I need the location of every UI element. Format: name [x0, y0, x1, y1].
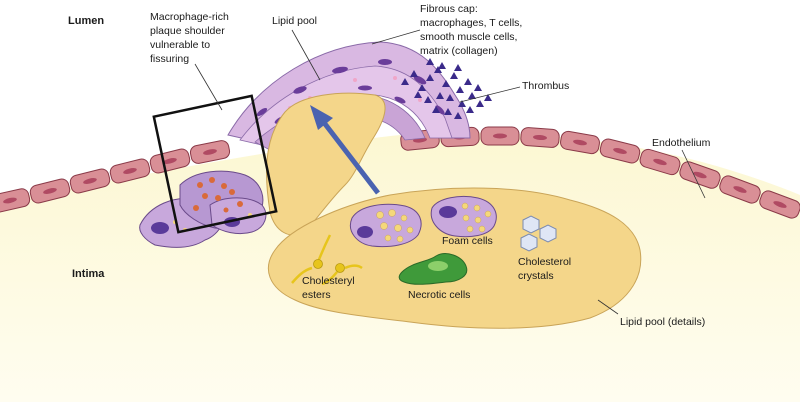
label-intima: Intima [72, 268, 105, 280]
label-lipid-pool: Lipid pool [272, 15, 317, 27]
thrombus-platelet [414, 91, 422, 98]
label-fibrous-cap-4: matrix (collagen) [420, 45, 498, 57]
thrombus-platelet [468, 92, 476, 99]
thrombus-platelet [410, 70, 418, 77]
necrotic-cell [398, 253, 468, 285]
thrombus-platelet [444, 108, 452, 115]
thrombus-platelet [474, 84, 482, 91]
thrombus-platelet [454, 64, 462, 71]
hexagon-crystal-icon [520, 215, 557, 252]
label-endothelium: Endothelium [652, 137, 711, 149]
thrombus-platelet [401, 78, 409, 85]
thrombus-platelet [426, 74, 434, 81]
labels: Lumen Intima Macrophage-rich plaque shou… [68, 3, 711, 328]
thrombus-platelet [436, 92, 444, 99]
endothelial-nucleus [613, 148, 627, 154]
arrow-up-left-icon [310, 105, 380, 195]
thrombus-platelet [446, 94, 454, 101]
endothelial-nucleus [493, 133, 507, 139]
endothelial-nucleus [573, 139, 587, 146]
thrombus-platelet [476, 100, 484, 107]
endothelial-nucleus [163, 158, 177, 164]
thrombus-platelet [450, 72, 458, 79]
thrombus-platelet [438, 62, 446, 69]
endothelial-nucleus [733, 186, 747, 193]
endothelial-nucleus [203, 149, 217, 155]
label-shoulder-2: plaque shoulder [150, 25, 225, 37]
thrombus-triangles-icon [401, 58, 492, 119]
foam-cell-2 [430, 195, 497, 238]
thrombus-platelet [466, 106, 474, 113]
label-shoulder-1: Macrophage-rich [150, 11, 229, 23]
endothelial-nucleus [3, 197, 17, 204]
thrombus-platelet [454, 112, 462, 119]
label-thrombus: Thrombus [522, 80, 569, 92]
label-lumen: Lumen [68, 15, 104, 27]
macrophage-cluster [139, 170, 267, 248]
label-necrotic-cells: Necrotic cells [408, 289, 470, 301]
endothelial-nucleus [653, 158, 667, 166]
endothelial-nucleus [123, 168, 137, 174]
cholesteryl-esters-icon [291, 234, 363, 286]
label-fibrous-cap-2: macrophages, T cells, [420, 17, 522, 29]
thrombus-platelet [432, 106, 440, 113]
endothelial-nucleus [83, 178, 97, 184]
endothelial-nucleus [693, 171, 707, 179]
endothelial-nucleus [43, 188, 57, 194]
label-esters-2: esters [302, 289, 331, 301]
label-shoulder-4: fissuring [150, 53, 189, 65]
thrombus-platelet [458, 100, 466, 107]
label-esters-1: Cholesteryl [302, 275, 355, 287]
leader-lines [194, 29, 706, 315]
label-fibrous-cap-1: Fibrous cap: [420, 3, 478, 15]
label-foam-cells: Foam cells [442, 235, 493, 247]
thrombus-platelet [434, 66, 442, 73]
label-crystals-2: crystals [518, 270, 554, 282]
thrombus-platelet [426, 58, 434, 65]
thrombus-platelet [484, 94, 492, 101]
thrombus-platelet [464, 78, 472, 85]
thrombus-platelet [456, 86, 464, 93]
thrombus-platelet [424, 96, 432, 103]
label-lipid-pool-details: Lipid pool (details) [620, 316, 705, 328]
endothelial-nucleus [533, 134, 547, 141]
thrombus-platelet [442, 80, 450, 87]
label-shoulder-3: vulnerable to [150, 39, 210, 51]
thrombus-platelet [418, 84, 426, 91]
foam-cell-1 [350, 203, 422, 248]
lipid-pool-main [265, 92, 386, 236]
shoulder-highlight-box [152, 94, 278, 234]
label-fibrous-cap-3: smooth muscle cells, [420, 31, 517, 43]
label-crystals-1: Cholesterol [518, 256, 571, 268]
endothelial-nucleus [773, 201, 787, 208]
